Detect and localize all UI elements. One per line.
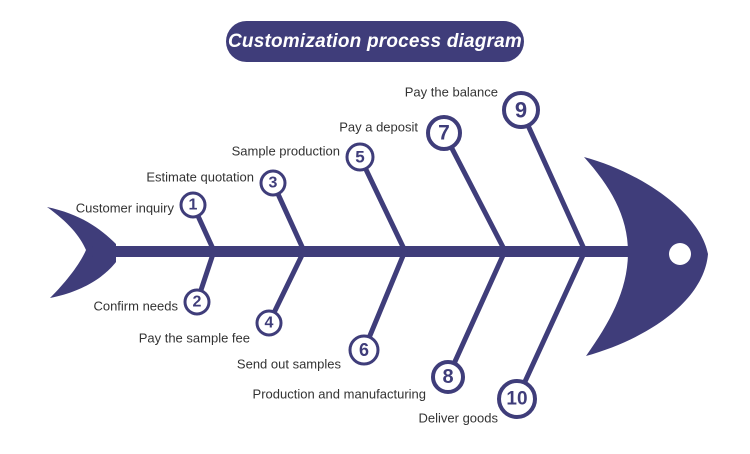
step-number-1: 1 (189, 197, 198, 214)
bone-step-7 (448, 144, 508, 254)
bone-step-9 (525, 122, 588, 254)
step-label-6: Send out samples (237, 357, 342, 372)
step-label-8: Production and manufacturing (253, 387, 426, 402)
step-circle-4 (255, 309, 283, 337)
bone-step-5 (363, 166, 408, 254)
fish-tail (47, 207, 116, 298)
step-number-6: 6 (359, 340, 369, 360)
step-circle-7 (426, 115, 462, 151)
step-label-7: Pay a deposit (339, 120, 418, 135)
step-label-4: Pay the sample fee (139, 331, 250, 346)
step-number-7: 7 (438, 122, 450, 145)
step-label-10: Deliver goods (419, 411, 499, 426)
step-label-1: Customer inquiry (76, 201, 175, 216)
step-circle-5 (345, 142, 375, 172)
step-circle-2 (183, 288, 211, 316)
step-number-2: 2 (193, 294, 202, 311)
step-label-2: Confirm needs (93, 299, 178, 314)
bone-step-8 (451, 248, 508, 366)
step-nodes: 1 Customer inquiry 2 Confirm needs 3 Estimate… (76, 85, 540, 426)
step-number-3: 3 (269, 175, 278, 192)
fish-eye (669, 243, 691, 265)
bone-step-6 (366, 248, 408, 340)
step-label-5: Sample production (232, 144, 340, 159)
diagram-title: Customization process diagram (227, 30, 523, 52)
bone-step-10 (522, 248, 588, 386)
bone-step-3 (275, 191, 307, 254)
step-circle-8 (431, 360, 465, 394)
bone-step-4 (271, 248, 307, 315)
step-number-9: 9 (515, 98, 527, 123)
bone-step-1 (195, 213, 217, 254)
fish-spine (92, 246, 632, 257)
step-circle-9 (502, 91, 540, 129)
title-banner: Customization process diagram (226, 21, 524, 62)
step-number-4: 4 (265, 315, 274, 332)
fish-head (584, 157, 708, 356)
step-circle-3 (259, 169, 287, 197)
bone-step-2 (198, 248, 217, 294)
step-number-5: 5 (355, 148, 364, 167)
step-circle-10 (497, 379, 537, 419)
fish-bones (195, 122, 588, 386)
step-number-10: 10 (506, 389, 527, 410)
step-label-3: Estimate quotation (146, 170, 254, 185)
step-number-8: 8 (442, 366, 453, 388)
step-label-9: Pay the balance (405, 85, 498, 100)
step-circle-1 (179, 191, 207, 219)
step-circle-6 (348, 334, 380, 366)
